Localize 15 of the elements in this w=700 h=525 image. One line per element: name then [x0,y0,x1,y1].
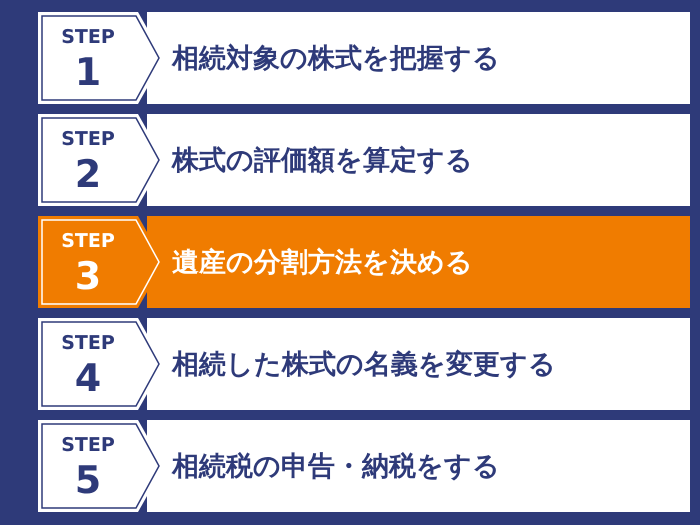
step-label: STEP [60,332,116,354]
step-title: 遺産の分割方法を決める [172,246,473,280]
step-label: STEP [60,128,116,150]
step-number: 4 [74,356,102,400]
step-label: STEP [60,434,116,456]
step-title: 相続対象の株式を把握する [172,42,500,76]
step-title: 株式の評価額を算定する [172,144,473,178]
step-number: 1 [74,50,102,94]
step-label: STEP [60,26,116,48]
step-title: 相続税の申告・納税をする [172,450,500,484]
step-title: 相続した株式の名義を変更する [172,348,556,382]
step-label: STEP [60,230,116,252]
step-number: 5 [74,458,102,502]
step-number: 2 [74,152,102,196]
step-number: 3 [74,254,102,298]
